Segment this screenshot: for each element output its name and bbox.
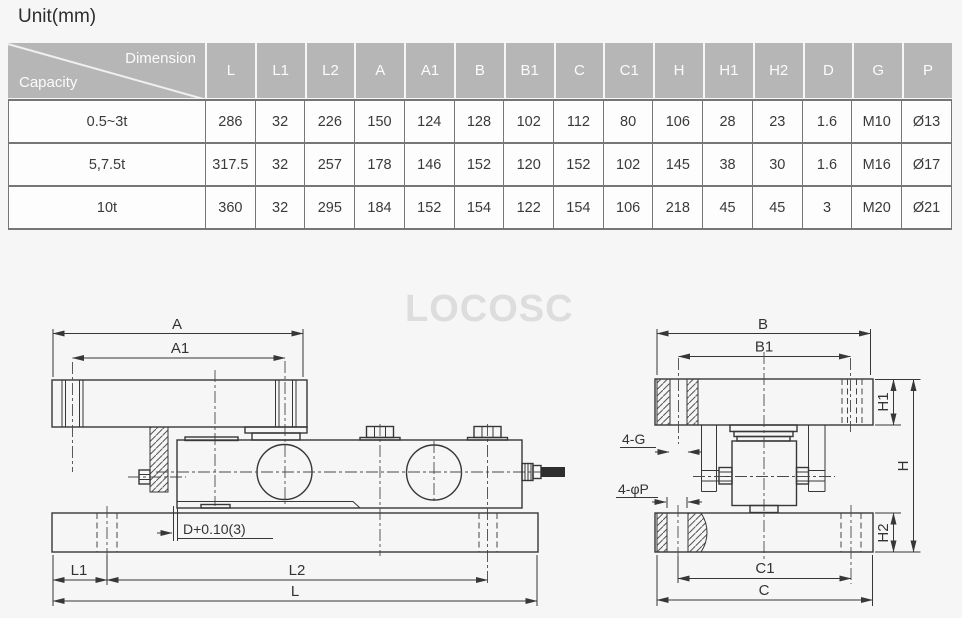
column-header: L1 xyxy=(256,43,305,98)
table-cell: Ø13 xyxy=(901,99,952,144)
table-cell: 32 xyxy=(254,185,306,230)
table-cell: 154 xyxy=(553,185,604,230)
table-cell: 152 xyxy=(453,142,505,187)
locosc-watermark: LOCOSC xyxy=(405,288,574,330)
column-header: G xyxy=(854,43,903,98)
dim-label-C1: C1 xyxy=(755,560,774,577)
column-header: D xyxy=(804,43,853,98)
corner-bottom-label: Capacity xyxy=(19,74,78,91)
table-cell: 80 xyxy=(602,99,654,144)
column-header: A1 xyxy=(406,43,454,98)
column-header: H1 xyxy=(704,43,753,98)
dim-label-A1: A1 xyxy=(171,340,189,357)
table-cell: 1.6 xyxy=(801,99,853,144)
table-cell: 152 xyxy=(403,185,455,230)
end-view-drawing: B B1 xyxy=(616,316,921,606)
load-cell-body xyxy=(176,439,523,509)
dim-label-C: C xyxy=(759,582,770,599)
column-header: B xyxy=(455,43,504,98)
table-cell: 317.5 xyxy=(205,142,256,187)
dim-label-H1: H1 xyxy=(875,392,892,411)
table-cell: 257 xyxy=(304,142,356,187)
table-cell: 154 xyxy=(453,185,505,230)
column-header: L2 xyxy=(306,43,355,98)
cable xyxy=(541,467,565,477)
row-capacity: 0.5~3t xyxy=(8,99,206,144)
page-title: Unit(mm) xyxy=(18,6,97,27)
column-header: H xyxy=(655,43,703,98)
dim-label-D: D+0.10(3) xyxy=(183,521,246,537)
table-cell: 30 xyxy=(751,142,803,187)
table-row: 0.5~3t 286 32 226 150 124 128 102 112 80… xyxy=(8,99,952,144)
dim-label-B1: B1 xyxy=(755,339,773,356)
table-cell: 23 xyxy=(751,99,803,144)
table-cell: 360 xyxy=(205,185,256,230)
table-row: 5,7.5t 317.5 32 257 178 146 152 120 152 … xyxy=(8,142,952,187)
table-cell: 102 xyxy=(503,99,555,144)
table-cell: M16 xyxy=(851,142,903,187)
table-cell: M10 xyxy=(851,99,903,144)
corner-top-label: Dimension xyxy=(125,50,196,67)
callout-4G: 4-G xyxy=(622,431,645,447)
table-cell: 112 xyxy=(553,99,604,144)
dim-label-B: B xyxy=(758,316,768,333)
table-cell: 45 xyxy=(702,185,753,230)
column-header: H2 xyxy=(754,43,803,98)
table-header-row: Dimension Capacity L L1 L2 A A1 B B1 C C… xyxy=(8,43,952,98)
column-header: C1 xyxy=(605,43,654,98)
table-cell: 184 xyxy=(354,185,405,230)
dim-label-A: A xyxy=(172,316,182,333)
side-view-drawing: A A1 xyxy=(51,316,565,606)
hex-bolt xyxy=(466,425,509,441)
table-body: 0.5~3t 286 32 226 150 124 128 102 112 80… xyxy=(8,99,952,230)
table-cell: Ø21 xyxy=(901,185,952,230)
table-cell: 124 xyxy=(403,99,455,144)
column-header: P xyxy=(904,43,952,98)
table-cell: 38 xyxy=(702,142,753,187)
table-row: 10t 360 32 295 184 152 154 122 154 106 2… xyxy=(8,185,952,230)
bottom-plate-side xyxy=(51,512,539,553)
table-cell: M20 xyxy=(851,185,903,230)
table-cell: 145 xyxy=(652,142,704,187)
column-header: A xyxy=(356,43,405,98)
dim-label-H: H xyxy=(895,461,912,472)
table-cell: 45 xyxy=(751,185,803,230)
table-cell: 106 xyxy=(602,185,654,230)
dim-label-L1: L1 xyxy=(71,562,88,579)
bottom-plate-end xyxy=(654,512,874,553)
hex-bolt xyxy=(359,425,401,441)
row-capacity: 5,7.5t xyxy=(8,142,206,187)
dim-label-L: L xyxy=(291,583,299,600)
table-cell: 106 xyxy=(652,99,704,144)
column-header: C xyxy=(555,43,604,98)
table-cell: 102 xyxy=(602,142,654,187)
table-cell: 32 xyxy=(254,142,306,187)
row-capacity: 10t xyxy=(8,185,206,230)
table-cell: 120 xyxy=(503,142,555,187)
dim-label-L2: L2 xyxy=(289,562,306,579)
dim-label-H2: H2 xyxy=(875,523,892,542)
callout-4P: 4-φP xyxy=(618,481,649,497)
column-header: B1 xyxy=(505,43,554,98)
dimension-table: Dimension Capacity L L1 L2 A A1 B B1 C C… xyxy=(8,43,952,230)
table-cell: 32 xyxy=(254,99,306,144)
column-header: L xyxy=(207,43,255,98)
table-cell: 1.6 xyxy=(801,142,853,187)
table-cell: Ø17 xyxy=(901,142,952,187)
table-cell: 28 xyxy=(702,99,753,144)
cable-gland xyxy=(521,462,565,482)
top-plate-side xyxy=(51,379,308,428)
corner-header-cell: Dimension Capacity xyxy=(8,43,205,98)
table-cell: 128 xyxy=(453,99,505,144)
support-column xyxy=(149,426,169,493)
table-cell: 3 xyxy=(801,185,853,230)
